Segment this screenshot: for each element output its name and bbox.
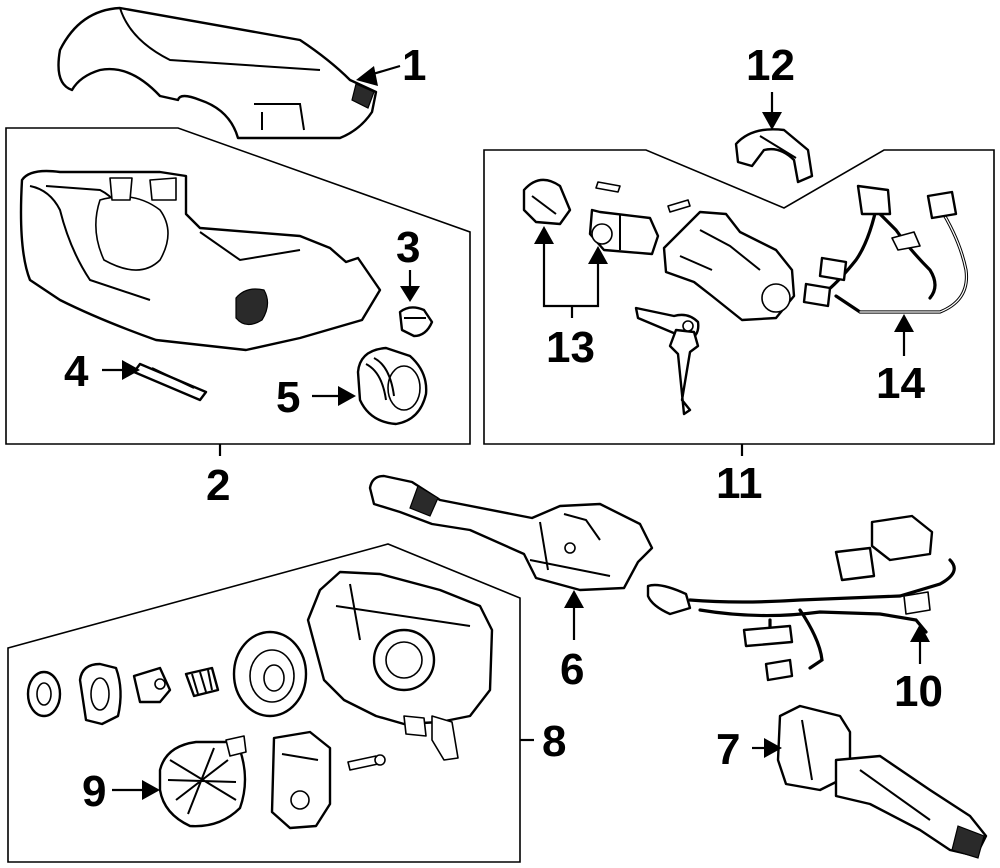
combination-switch-part-6: [368, 474, 654, 592]
upper-column-cover: [57, 6, 378, 140]
cable-reel-part-9: [158, 735, 247, 828]
ring-part-a: [26, 670, 62, 718]
wiper-switch-part-7: [776, 704, 988, 859]
wiring-part-10: [646, 514, 956, 682]
lower-column-cover: [19, 169, 382, 352]
callout-6: 6: [560, 645, 584, 694]
collar-part: [232, 630, 308, 718]
callout-1: 1: [402, 41, 426, 90]
bracket-plate-part: [270, 730, 332, 830]
group-box-8: [7, 543, 521, 863]
tape-part-4: [132, 362, 208, 402]
clip-part-3: [398, 306, 434, 338]
group-box-11: [483, 149, 995, 445]
clamp-part-12: [734, 128, 814, 184]
lock-cylinders-part-13: [522, 178, 691, 256]
wiring-harness-part-14: [802, 184, 969, 314]
callout-8: 8: [542, 717, 566, 766]
callout-13: 13: [546, 323, 595, 372]
combination-switch-housing-part-8: [306, 570, 494, 761]
callout-11: 11: [716, 459, 763, 508]
ignition-switch-assembly: [634, 210, 796, 416]
callout-10: 10: [894, 667, 943, 716]
ring-part-b: [78, 662, 122, 726]
group-box-2: [5, 127, 471, 445]
screw-part: [347, 754, 386, 771]
callout-7: 7: [716, 725, 740, 774]
spring-part: [184, 666, 220, 698]
callout-4: 4: [64, 347, 89, 396]
bushing-part: [132, 666, 172, 704]
callout-14: 14: [876, 359, 925, 408]
callout-9: 9: [82, 767, 106, 816]
callout-5: 5: [276, 373, 300, 422]
callout-12: 12: [746, 41, 795, 90]
callout-3: 3: [396, 223, 420, 272]
grommet-part-5: [356, 346, 428, 426]
callout-2: 2: [206, 461, 230, 510]
